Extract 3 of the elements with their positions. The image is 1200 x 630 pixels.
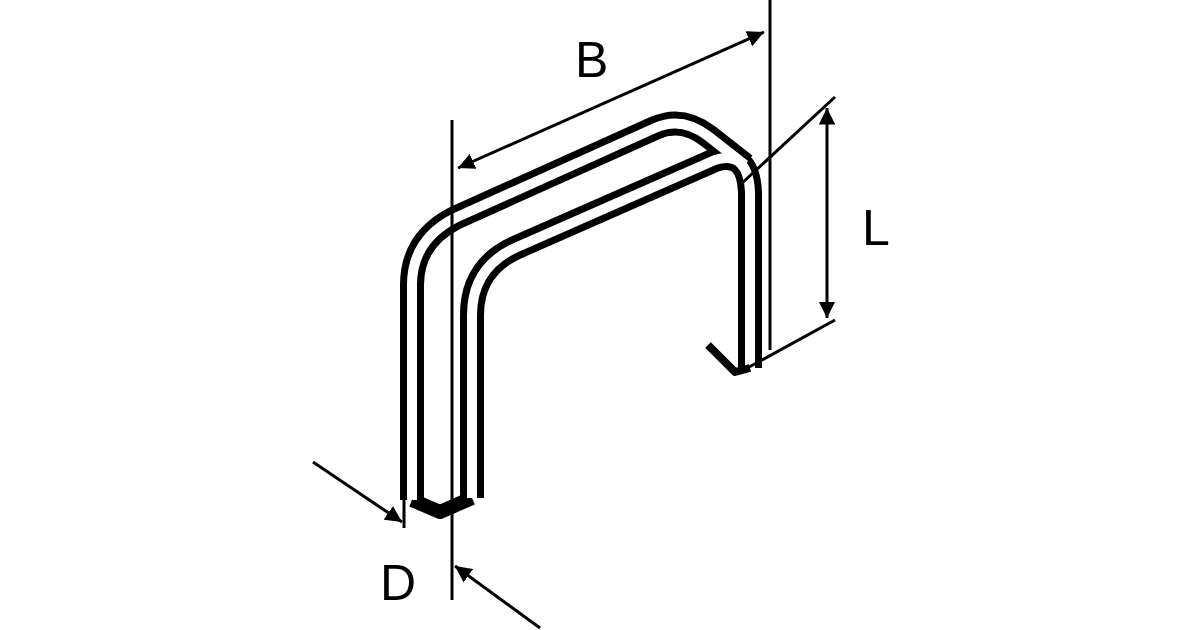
dimension-label: D (380, 558, 417, 608)
dimension-label: B (575, 35, 609, 85)
dimension-label: L (862, 203, 890, 253)
